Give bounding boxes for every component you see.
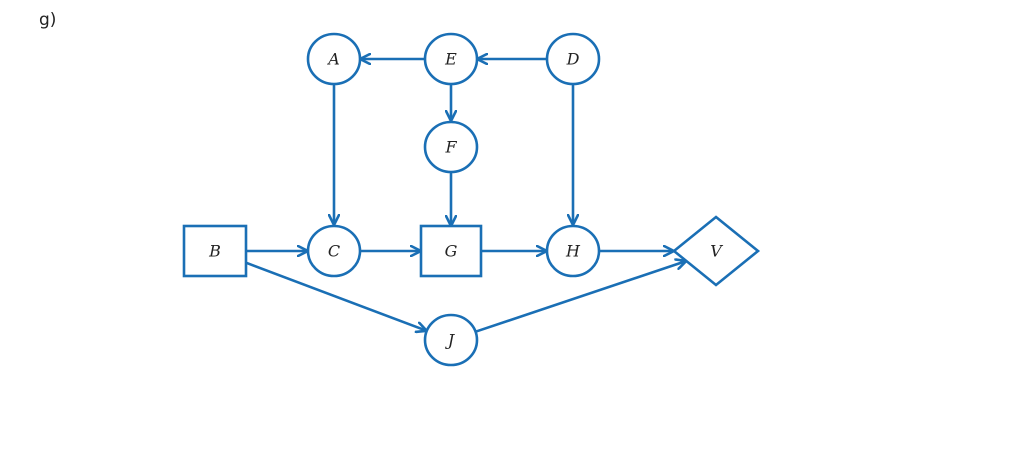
decision-node-shape bbox=[419, 224, 483, 278]
edges-layer bbox=[245, 59, 687, 333]
node-h: H bbox=[545, 224, 601, 278]
node-label: D bbox=[566, 50, 580, 69]
node-label: B bbox=[208, 242, 221, 261]
node-label: C bbox=[328, 242, 340, 261]
node-j: J bbox=[423, 313, 479, 367]
node-label: A bbox=[326, 50, 340, 69]
edge-b-to-j bbox=[245, 261, 427, 331]
chance-node-shape bbox=[306, 224, 362, 278]
chance-node-shape bbox=[306, 32, 362, 86]
chance-node-shape bbox=[423, 32, 479, 86]
node-label: G bbox=[445, 242, 458, 261]
node-label: E bbox=[444, 50, 457, 69]
node-label: J bbox=[445, 331, 456, 350]
node-d: D bbox=[545, 32, 601, 86]
part-label: g) bbox=[39, 10, 57, 30]
chance-node-shape bbox=[545, 224, 601, 278]
node-label: F bbox=[444, 138, 457, 157]
decision-node-shape bbox=[182, 224, 248, 278]
nodes-layer: A E D F B C G H V J bbox=[182, 32, 761, 367]
node-e: E bbox=[423, 32, 479, 86]
value-node-shape bbox=[671, 215, 761, 287]
edge-j-to-v bbox=[475, 261, 687, 333]
chance-node-shape bbox=[423, 120, 479, 174]
node-c: C bbox=[306, 224, 362, 278]
chance-node-shape bbox=[545, 32, 601, 86]
node-label: V bbox=[710, 242, 723, 261]
node-label: H bbox=[565, 242, 581, 261]
node-v: V bbox=[671, 215, 761, 287]
node-g: G bbox=[419, 224, 483, 278]
node-b: B bbox=[182, 224, 248, 278]
node-f: F bbox=[423, 120, 479, 174]
node-a: A bbox=[306, 32, 362, 86]
chance-node-shape bbox=[423, 313, 479, 367]
